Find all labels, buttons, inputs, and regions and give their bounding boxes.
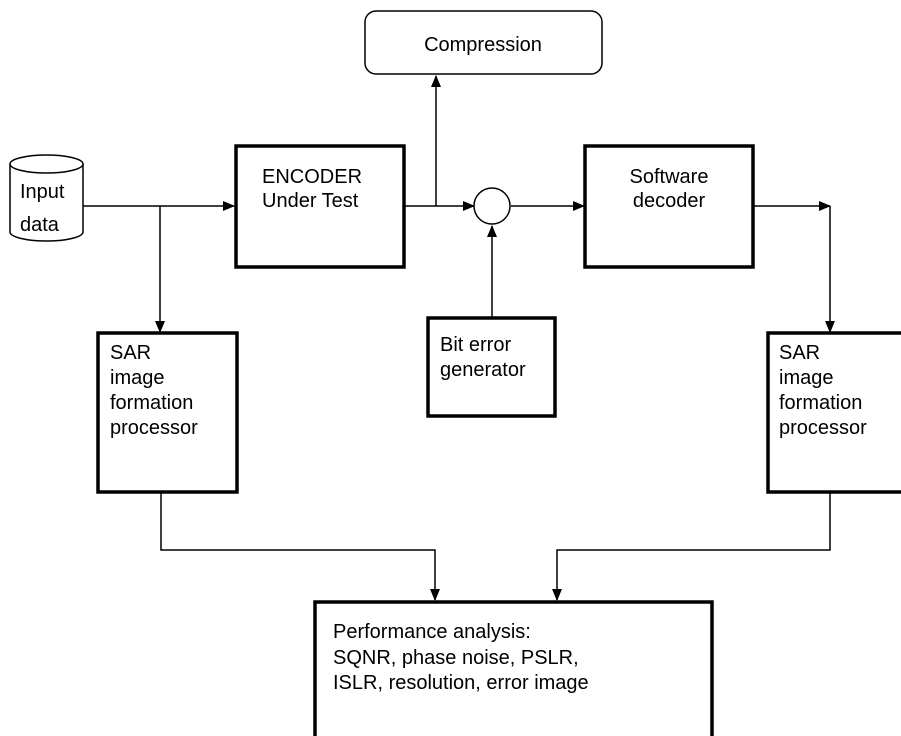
encoder-label-2: Under Test [262, 190, 359, 212]
sar-right-label-3: formation [779, 392, 862, 414]
software-decoder-box [583, 144, 755, 269]
compression-node: Compression [364, 10, 603, 75]
compression-box [364, 10, 603, 75]
software-decoder-label-2: decoder [633, 190, 706, 212]
sar-left-label-4: processor [110, 417, 198, 439]
connectors [83, 75, 835, 601]
performance-analysis-node: Performance analysis: SQNR, phase noise,… [313, 600, 714, 736]
sar-right-label-1: SAR [779, 342, 820, 364]
sar-right-label-4: processor [779, 417, 867, 439]
sar-processor-left-box [96, 331, 239, 494]
input-data-label-2: data [20, 214, 60, 236]
encoder-label-1: ENCODER [262, 166, 362, 188]
software-decoder-label-1: Software [630, 166, 709, 188]
sar-processor-right-box [766, 331, 901, 494]
sar-left-label-3: formation [110, 392, 193, 414]
sar-left-label-2: image [110, 367, 164, 389]
performance-analysis-box [313, 600, 714, 736]
sar-left-label-1: SAR [110, 342, 151, 364]
performance-label-2: SQNR, phase noise, PSLR, [333, 647, 579, 669]
performance-label-1: Performance analysis: [333, 621, 531, 643]
error-combiner-circle [473, 187, 511, 225]
software-decoder-node: Software decoder [583, 144, 755, 269]
input-data-cylinder [9, 164, 84, 242]
input-data-cylinder-top [9, 154, 84, 174]
bit-error-generator-box [426, 316, 557, 418]
compression-label: Compression [424, 34, 542, 56]
bit-error-generator-label-1: Bit error [440, 334, 511, 356]
sar-processor-right-node: SAR image formation processor [766, 331, 901, 494]
sar-processor-left-node: SAR image formation processor [96, 331, 239, 494]
input-data-label-1: Input [20, 181, 65, 203]
bit-error-generator-node: Bit error generator [426, 316, 557, 418]
bit-error-generator-label-2: generator [440, 359, 526, 381]
input-data-node: Input data [9, 154, 84, 242]
edge-sar-right-to-performance [552, 492, 831, 601]
performance-label-3: ISLR, resolution, error image [333, 672, 589, 694]
encoder-node: ENCODER Under Test [234, 144, 406, 269]
edge-sar-left-to-performance [160, 492, 440, 601]
sar-right-label-2: image [779, 367, 833, 389]
encoder-box [234, 144, 406, 269]
